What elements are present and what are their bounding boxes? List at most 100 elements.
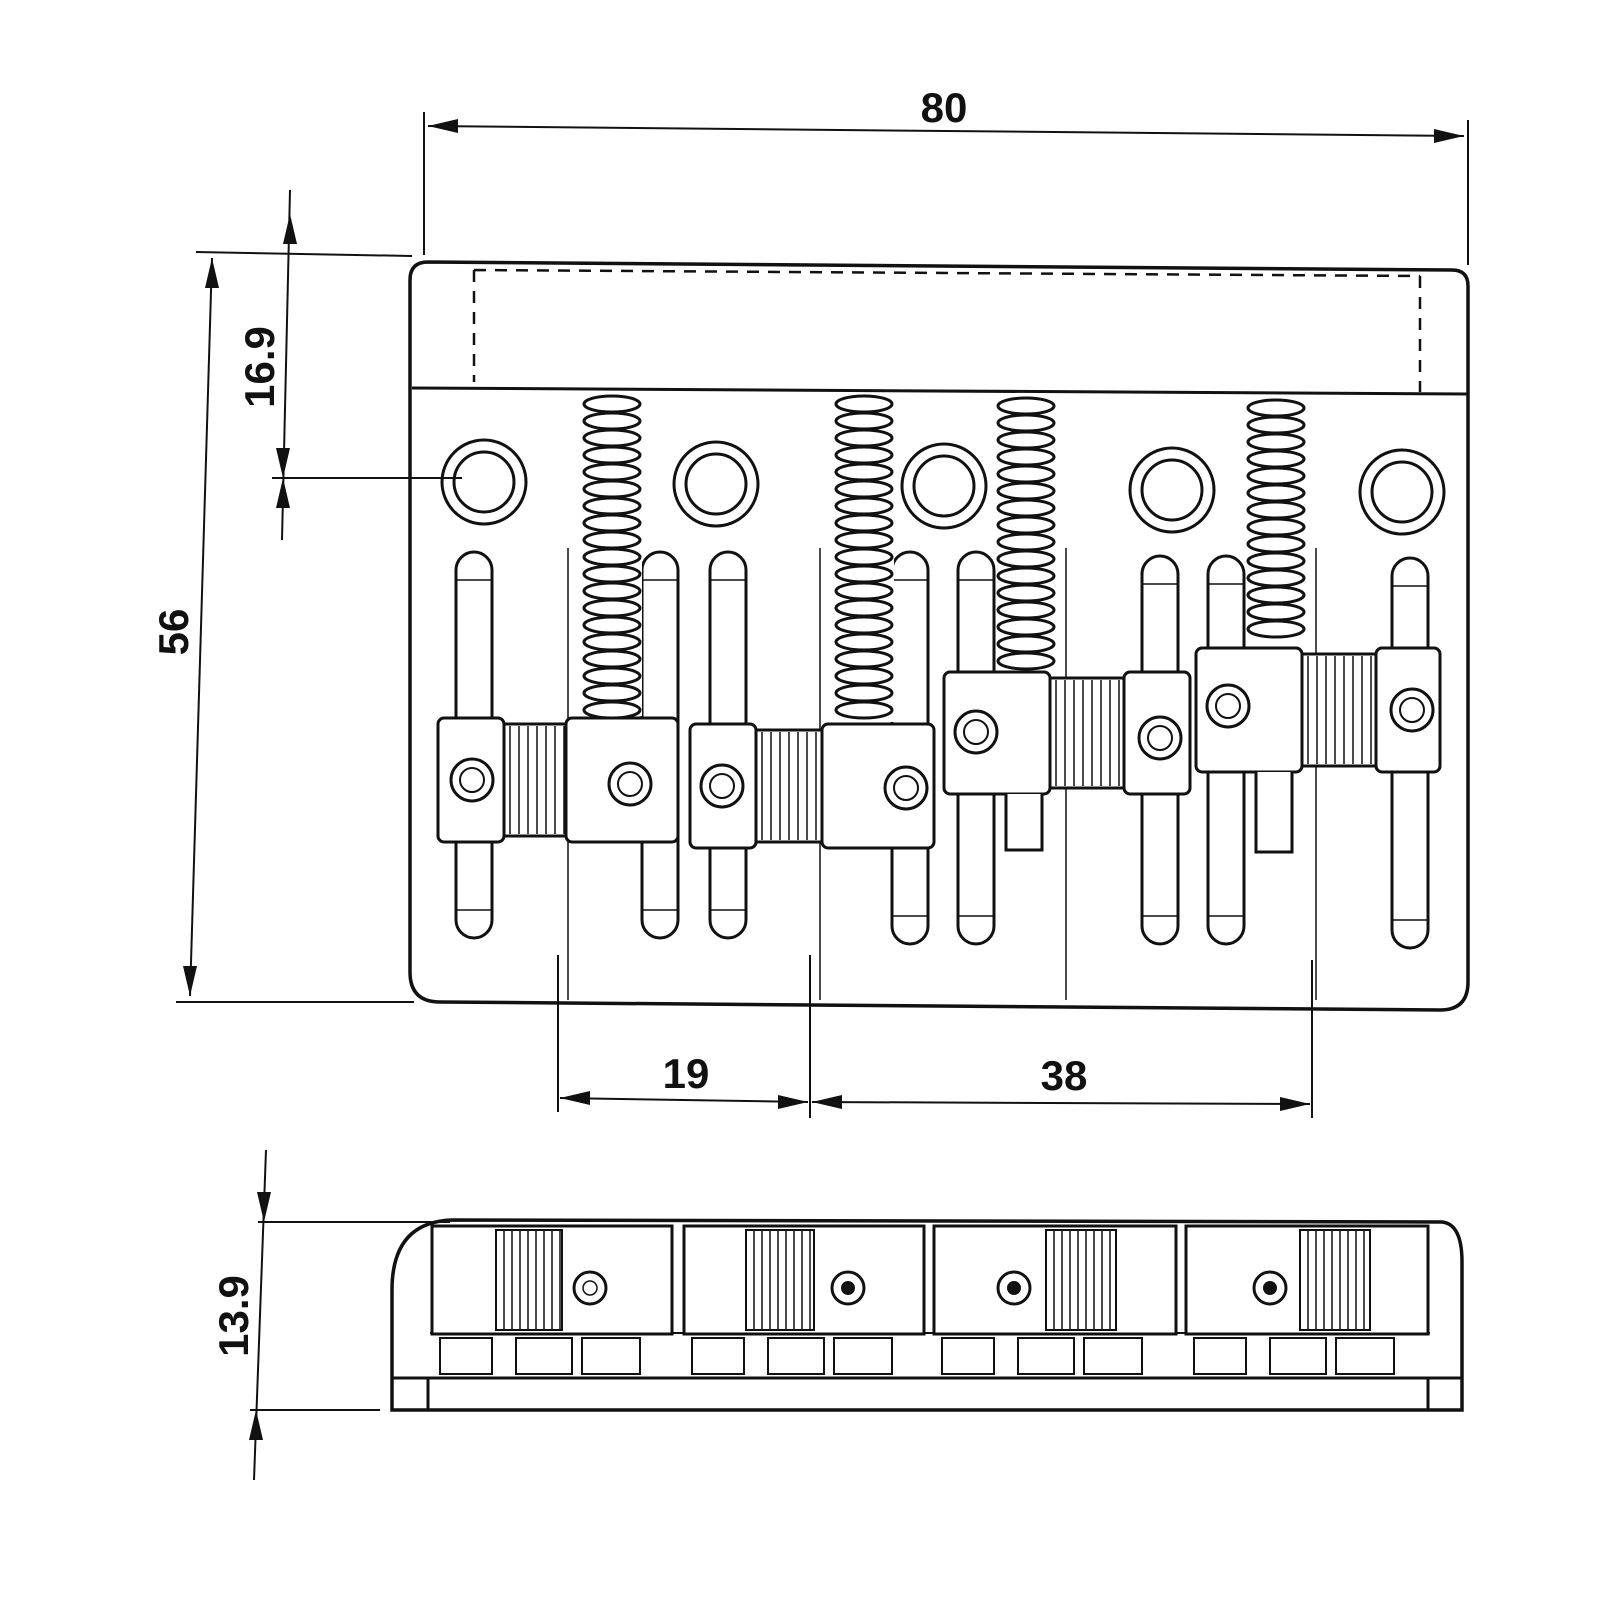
- dim-label-overall-width: 80: [921, 84, 968, 131]
- side-screw: [996, 1270, 1032, 1306]
- saddle-block-right: [564, 716, 680, 844]
- arrow-head: [183, 966, 197, 996]
- side-thread-box: [745, 1229, 815, 1331]
- side-saddle-body: [682, 1224, 926, 1336]
- dim-total-length: 56: [150, 251, 414, 1003]
- side-foot: [767, 1337, 825, 1375]
- mounting-hole-inner: [1370, 460, 1434, 524]
- saddle-thread: [1048, 676, 1126, 790]
- side-foot: [941, 1337, 995, 1375]
- spring: [996, 396, 1056, 674]
- dim-label-height: 13.9: [210, 1275, 257, 1357]
- spring: [582, 394, 642, 720]
- mounting-hole: [1128, 446, 1216, 534]
- arrow-head: [205, 258, 219, 288]
- allen-screw: [1205, 683, 1251, 729]
- arrow-head: [778, 1095, 808, 1109]
- dim-label-total-length: 56: [150, 609, 197, 656]
- side-saddle-body: [1184, 1224, 1430, 1336]
- side-foot: [1017, 1337, 1075, 1375]
- side-saddles: [430, 1224, 1430, 1375]
- saddle-thread: [502, 722, 568, 838]
- side-foot: [515, 1337, 573, 1375]
- side-foot: [1269, 1337, 1327, 1375]
- side-foot: [833, 1337, 893, 1375]
- allen-screw: [449, 757, 495, 803]
- allen-screw-hex: [893, 775, 919, 801]
- mounting-hole: [900, 442, 988, 530]
- arrow-head: [249, 1410, 263, 1440]
- spring: [834, 394, 894, 722]
- dim-hole-offset: 16.9: [236, 189, 462, 541]
- arrow-head: [812, 1095, 842, 1109]
- side-thread-box: [495, 1229, 563, 1331]
- mounting-hole-inner: [1140, 458, 1204, 522]
- side-screw: [830, 1270, 866, 1306]
- arrow-head: [1280, 1097, 1310, 1111]
- allen-screw: [883, 765, 929, 811]
- spring-backing: [1246, 402, 1306, 646]
- saddle: [688, 722, 936, 850]
- allen-screw-hex: [709, 773, 735, 799]
- allen-screw: [1137, 715, 1183, 761]
- side-saddle: [430, 1224, 674, 1375]
- allen-screw: [1389, 687, 1435, 733]
- allen-screw-hex: [1399, 697, 1425, 723]
- side-foot: [1335, 1337, 1395, 1375]
- saddle-thread: [1300, 652, 1378, 768]
- allen-screw-hex: [963, 719, 989, 745]
- side-thread-box: [1299, 1229, 1371, 1331]
- allen-screw-hex: [1215, 693, 1241, 719]
- dim-height: 13.9: [210, 1149, 450, 1481]
- dim-overall-width: 80: [423, 84, 1469, 265]
- rail-hidden-edge: [472, 268, 1422, 392]
- dim-label-spacing-38: 38: [1041, 1052, 1088, 1099]
- saddle-tab: [1254, 772, 1294, 854]
- spring-backing: [582, 398, 642, 716]
- side-foot: [1193, 1337, 1247, 1375]
- spring: [1246, 398, 1306, 646]
- saddle: [1194, 646, 1442, 854]
- dimension-lines: 80 56 16.9: [150, 84, 1469, 1118]
- allen-screw: [953, 709, 999, 755]
- side-saddle: [932, 1224, 1178, 1375]
- side-thread-box: [1045, 1229, 1117, 1331]
- side-screw-center: [841, 1281, 855, 1295]
- spring-coil: [1246, 619, 1306, 639]
- dim-string-spacing: 19 38: [557, 955, 1313, 1118]
- saddle: [436, 716, 680, 844]
- arrow-head: [428, 119, 458, 133]
- side-screw: [572, 1270, 608, 1306]
- spring-coil: [996, 651, 1056, 671]
- mounting-hole: [672, 440, 760, 528]
- arrow-head: [257, 1192, 271, 1222]
- saddle-tab: [1004, 794, 1044, 852]
- saddle-block-right: [1374, 646, 1442, 774]
- side-screw: [1252, 1270, 1288, 1306]
- side-saddle: [1184, 1224, 1430, 1375]
- side-view: 13.9: [210, 1149, 1464, 1481]
- dim-label-hole-offset: 16.9: [236, 326, 283, 408]
- allen-screw: [699, 763, 745, 809]
- side-foot: [439, 1337, 493, 1375]
- side-screw-center: [582, 1280, 598, 1296]
- saddle-block-right: [820, 722, 936, 850]
- saddles: [436, 646, 1442, 854]
- mounting-hole: [1358, 448, 1446, 536]
- saddle-block-right: [1122, 670, 1192, 796]
- intonation-springs: [582, 394, 1306, 722]
- mounting-holes: [440, 438, 1446, 536]
- allen-screw-hex: [459, 767, 485, 793]
- allen-screw: [607, 761, 653, 807]
- saddle: [942, 670, 1192, 852]
- side-screw-center: [1263, 1281, 1277, 1295]
- mounting-hole-inner: [912, 454, 976, 518]
- side-screw-center: [1007, 1281, 1021, 1295]
- arrow-head: [283, 214, 297, 244]
- mounting-hole-inner: [452, 450, 516, 514]
- side-saddle: [682, 1224, 926, 1375]
- side-foot: [691, 1337, 745, 1375]
- allen-screw-hex: [617, 771, 643, 797]
- mounting-hole-inner: [684, 452, 748, 516]
